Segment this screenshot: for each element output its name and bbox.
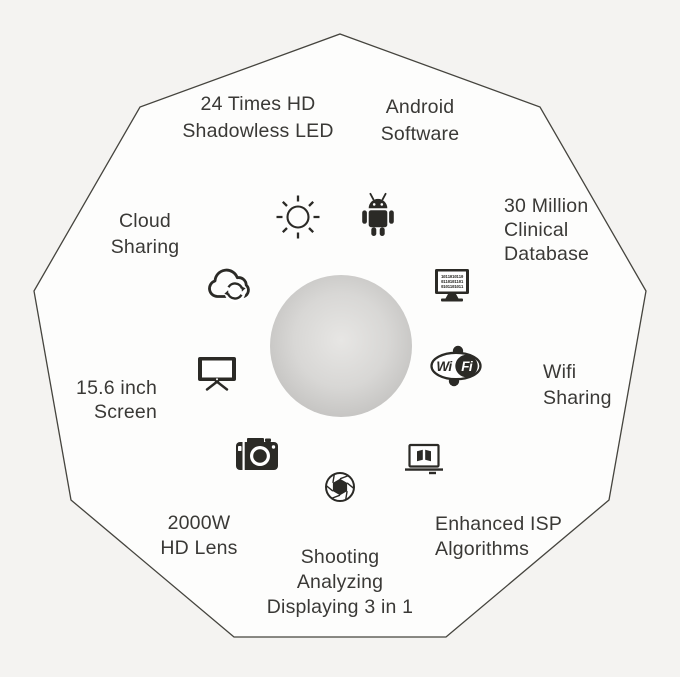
android-icon (362, 192, 394, 236)
feature-label-line: Database (504, 243, 589, 265)
feature-label-line: Screen (94, 401, 157, 423)
aperture-icon (325, 472, 355, 502)
icons: 1011010110 0110101101 0101101011 Wi Fi (198, 192, 482, 502)
wifi-logo-icon: Wi Fi (430, 345, 482, 387)
database-monitor-icon: 1011010110 0110101101 0101101011 (435, 269, 469, 302)
binary-row: 0110101101 (441, 281, 464, 285)
cloud-sync-icon (208, 268, 250, 303)
camera-icon (236, 438, 278, 470)
feature-label-line: Analyzing (297, 571, 383, 593)
wifi-logo-wi: Wi (436, 359, 452, 374)
feature-label-line: Shadowless LED (182, 120, 333, 142)
feature-label-line: Clinical (504, 219, 568, 241)
feature-label-line: 2000W (168, 512, 231, 534)
feature-label-line: Shooting (301, 546, 380, 568)
feature-label-line: Enhanced ISP (435, 513, 562, 535)
feature-label-line: Displaying 3 in 1 (267, 596, 413, 618)
feature-label-line: 24 Times HD (201, 93, 316, 115)
feature-label-line: Sharing (543, 387, 612, 409)
led-light-icon (276, 195, 320, 239)
binary-row: 1011010110 (441, 276, 464, 280)
feature-label-line: 30 Million (504, 195, 588, 217)
feature-label-line: HD Lens (160, 537, 237, 559)
feature-label-line: Android (386, 96, 455, 118)
feature-label-line: 15.6 inch (76, 377, 157, 399)
feature-label-line: Sharing (111, 236, 180, 258)
feature-label-line: Algorithms (435, 538, 529, 560)
monitor-icon (198, 357, 236, 391)
feature-label-line: Cloud (119, 210, 171, 232)
center-circle (270, 275, 412, 417)
feature-label-line: Wifi (543, 361, 576, 383)
wifi-logo-fi: Fi (461, 359, 473, 374)
laptop-book-icon (405, 443, 443, 475)
feature-labels: 24 Times HD Shadowless LED Android Softw… (76, 93, 612, 618)
feature-label-line: Software (381, 123, 460, 145)
binary-row: 0101101011 (441, 286, 464, 290)
